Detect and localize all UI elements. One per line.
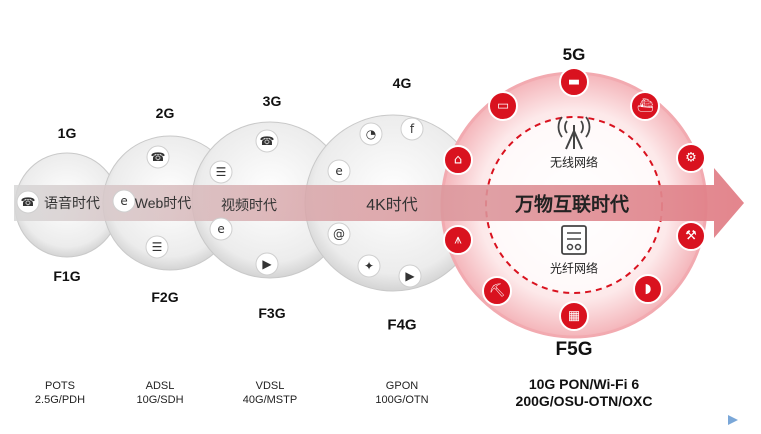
gamepad-icon: ✦	[357, 254, 381, 278]
optical-box-icon	[561, 225, 587, 255]
fax-icon: ☰	[209, 160, 233, 184]
antenna-icon	[557, 116, 591, 150]
svg-text:✦: ✦	[364, 259, 374, 273]
svg-text:☰: ☰	[216, 165, 227, 179]
g5-bottom-label: F5G	[555, 339, 593, 360]
video-play-icon: ▶	[398, 264, 422, 288]
svg-text:◔: ◔	[366, 127, 376, 141]
svg-text:⛏: ⛏	[489, 284, 506, 299]
svg-text:▦: ▦	[568, 309, 580, 324]
svg-text:▭: ▭	[497, 99, 509, 114]
g2-top-label: 2G	[155, 105, 175, 121]
vr-glasses-icon: ▬	[559, 67, 589, 97]
ie-icon: e	[327, 159, 351, 183]
g4-bottom-label: F4G	[387, 316, 417, 334]
svg-text:e: e	[335, 164, 342, 178]
g3-era-label: 视频时代	[221, 197, 277, 213]
phone-icon: ☎	[255, 129, 279, 153]
svg-text:▶: ▶	[262, 257, 272, 271]
svg-text:☰: ☰	[152, 240, 163, 254]
svg-text:◗: ◗	[645, 282, 652, 297]
phone-icon: ☎	[146, 145, 170, 169]
svg-text:f: f	[410, 122, 415, 136]
timeline-arrow	[14, 168, 744, 238]
phone-icon: ☎	[16, 190, 40, 214]
svg-text:☎: ☎	[21, 195, 36, 209]
gauge-icon: ◔	[359, 122, 383, 146]
ie-icon: e	[112, 189, 136, 213]
g4-top-label: 4G	[392, 75, 412, 91]
ie-icon: e	[209, 217, 233, 241]
facebook-icon: f	[400, 117, 424, 141]
svg-text:⩚: ⩚	[454, 233, 462, 248]
at-sign-icon: @	[327, 222, 351, 246]
baseline-arrowhead	[728, 415, 738, 425]
svg-text:⌂: ⌂	[454, 153, 462, 168]
svg-text:e: e	[120, 194, 127, 208]
vr-headset-icon: ◗	[633, 274, 663, 304]
svg-text:▬: ▬	[568, 75, 580, 90]
icon-layer: ☎ ☎ e ☰ ☎ ☰ e ▶ ◔ f e @ ✦ ▶ ▬ ⛴ ⚙ ⚒ ◗ ▦ ⛏ ⩚ ⌂ ▭	[16, 67, 706, 331]
g3-bottom-label: F3G	[258, 305, 286, 321]
g5-era-label: 万物互联时代	[514, 194, 630, 216]
g1-top-label: 1G	[57, 125, 77, 141]
svg-text:☎: ☎	[260, 134, 275, 148]
g2-bottom-label: F2G	[151, 289, 179, 305]
ship-icon: ⛴	[630, 91, 660, 121]
power-tower-icon: ⩚	[443, 225, 473, 255]
svg-text:▶: ▶	[405, 269, 415, 283]
svg-text:☎: ☎	[151, 150, 166, 164]
svg-text:⚙: ⚙	[685, 151, 697, 166]
g1-bottom-label: F1G	[53, 268, 81, 284]
svg-text:⚒: ⚒	[685, 229, 697, 244]
building-icon: ▦	[559, 301, 589, 331]
g2-era-label: Web时代	[134, 195, 192, 211]
wireless-network-label: 无线网络	[549, 155, 599, 170]
svg-text:e: e	[217, 222, 224, 236]
g3-top-label: 3G	[262, 93, 282, 109]
svg-text:@: @	[333, 227, 345, 241]
excavator-icon: ⛏	[482, 276, 512, 306]
car-icon: ▭	[488, 91, 518, 121]
g1-era-label: 语音时代	[44, 195, 100, 211]
video-play-icon: ▶	[255, 252, 279, 276]
g4-era-label: 4K时代	[366, 197, 418, 214]
robot-arm-icon: ⚒	[676, 221, 706, 251]
svg-text:⛴: ⛴	[637, 98, 654, 114]
optical-network-label: 光纤网络	[549, 261, 599, 276]
factory-icon: ⌂	[443, 145, 473, 175]
fax-icon: ☰	[145, 235, 169, 259]
g5-top-label: 5G	[562, 45, 586, 64]
brain-gear-icon: ⚙	[676, 143, 706, 173]
